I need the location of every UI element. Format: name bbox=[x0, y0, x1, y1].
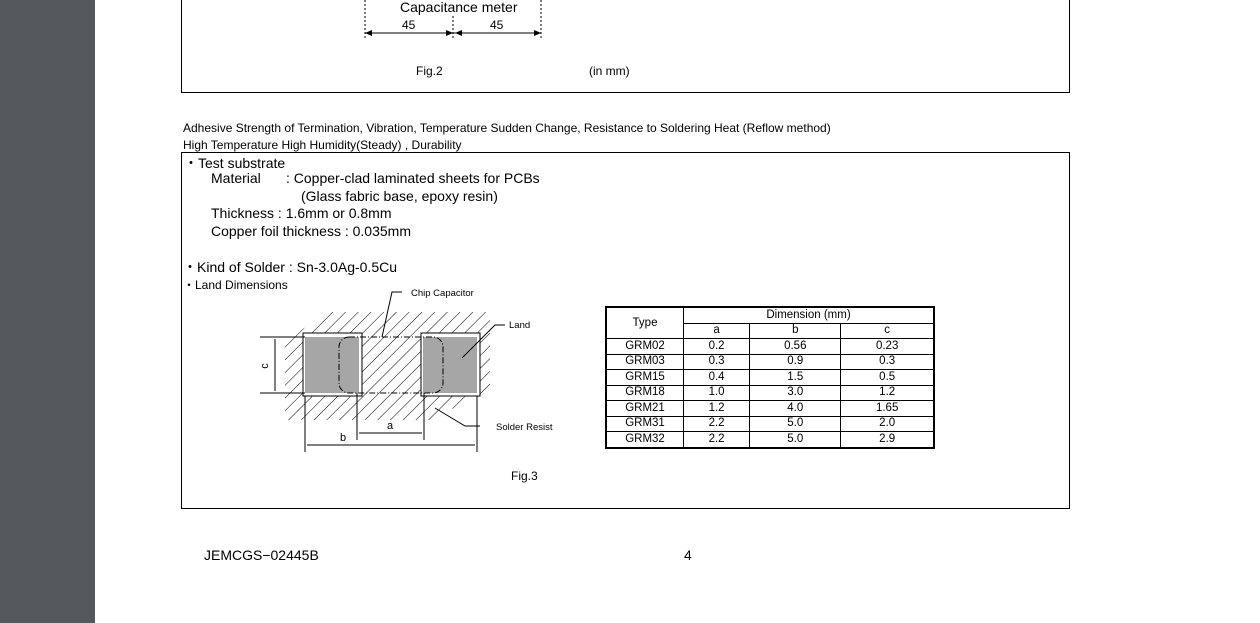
table-cell: 0.5 bbox=[840, 369, 935, 386]
material-value-2: (Glass fabric base, epoxy resin) bbox=[301, 188, 498, 204]
material-value: : Copper-clad laminated sheets for PCBs bbox=[286, 170, 540, 186]
table-cell: 1.65 bbox=[840, 400, 935, 417]
solder-resist-label: Solder Resist bbox=[496, 422, 553, 433]
table-cell: 2.2 bbox=[682, 431, 751, 448]
kind-of-solder: ・Kind of Solder : Sn-3.0Ag-0.5Cu bbox=[183, 259, 398, 275]
table-cell: 0.56 bbox=[749, 338, 842, 355]
fig3-frame bbox=[181, 152, 1070, 509]
test-substrate-title: ・Test substrate bbox=[184, 155, 286, 171]
table-cell: 0.3 bbox=[840, 353, 935, 370]
table-cell: 0.3 bbox=[682, 353, 751, 370]
table-cell: 1.5 bbox=[749, 369, 842, 386]
page-number: 4 bbox=[684, 547, 692, 563]
table-cell: 0.2 bbox=[682, 338, 751, 355]
table-cell: 2.2 bbox=[682, 415, 751, 432]
dimension-header: Dimension (mm) bbox=[683, 306, 935, 324]
table-cell: GRM02 bbox=[605, 338, 684, 355]
table-cell: 2.0 bbox=[840, 415, 935, 432]
section-heading-2: High Temperature High Humidity(Steady) ,… bbox=[183, 138, 462, 152]
col-a: a bbox=[682, 322, 751, 339]
table-cell: 5.0 bbox=[749, 415, 842, 432]
table-cell: 1.0 bbox=[682, 384, 751, 401]
col-b: b bbox=[749, 322, 842, 339]
capacitance-meter-label: Capacitance meter bbox=[398, 0, 520, 15]
table-cell: GRM31 bbox=[605, 415, 684, 432]
table-cell: 0.9 bbox=[749, 353, 842, 370]
col-c: c bbox=[840, 322, 935, 339]
fig2-frame bbox=[181, 0, 1070, 93]
dim-b: b bbox=[340, 432, 347, 444]
copper-thickness: Copper foil thickness : 0.035mm bbox=[211, 223, 411, 239]
table-cell: GRM18 bbox=[605, 384, 684, 401]
dim-a: a bbox=[387, 420, 394, 432]
fig2-caption: Fig.2 bbox=[416, 64, 443, 78]
table-cell: GRM03 bbox=[605, 353, 684, 370]
document-id: JEMCGS−02445B bbox=[204, 547, 319, 563]
land-diagram bbox=[260, 291, 505, 452]
table-cell: 1.2 bbox=[840, 384, 935, 401]
dim-right: 45 bbox=[490, 18, 504, 32]
type-header: Type bbox=[605, 306, 684, 339]
section-heading: Adhesive Strength of Termination, Vibrat… bbox=[183, 121, 831, 135]
table-cell: GRM21 bbox=[605, 400, 684, 417]
table-cell: GRM15 bbox=[605, 369, 684, 386]
viewer-gutter bbox=[0, 0, 95, 623]
land-dimensions-title: ・Land Dimensions bbox=[183, 278, 288, 292]
table-cell: 4.0 bbox=[749, 400, 842, 417]
table-cell: 0.23 bbox=[840, 338, 935, 355]
dim-left: 45 bbox=[402, 18, 416, 32]
thickness: Thickness : 1.6mm or 0.8mm bbox=[211, 205, 392, 221]
fig2-dimension-lines bbox=[364, 0, 542, 38]
table-cell: GRM32 bbox=[605, 431, 684, 448]
material-label: Material bbox=[211, 170, 261, 186]
dim-c: c bbox=[258, 363, 271, 369]
table-cell: 5.0 bbox=[749, 431, 842, 448]
chip-capacitor-label: Chip Capacitor bbox=[411, 288, 474, 299]
land-label: Land bbox=[509, 320, 531, 331]
table-cell: 2.9 bbox=[840, 431, 935, 448]
table-cell: 3.0 bbox=[749, 384, 842, 401]
table-cell: 1.2 bbox=[682, 400, 751, 417]
table-cell: 0.4 bbox=[682, 369, 751, 386]
fig3-caption: Fig.3 bbox=[511, 469, 538, 483]
unit-label: (in mm) bbox=[589, 64, 630, 78]
